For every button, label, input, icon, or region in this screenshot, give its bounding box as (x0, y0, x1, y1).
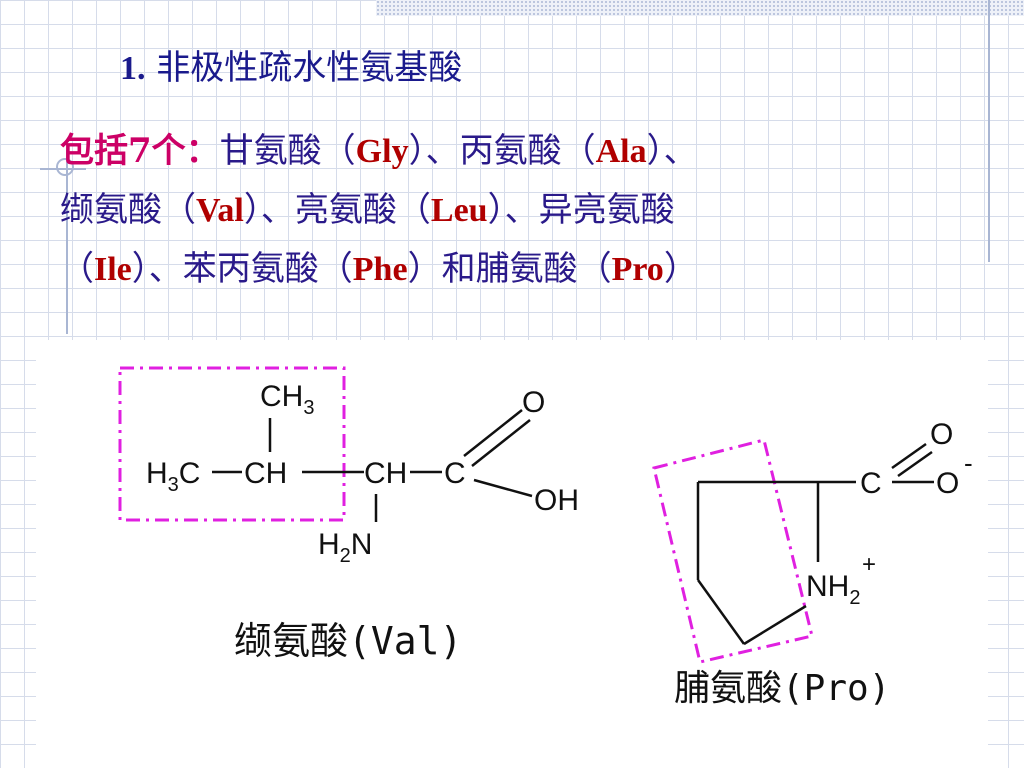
bond-c-oh (473, 478, 533, 498)
pro-label-c: C (860, 467, 882, 500)
open-paren: （ (577, 249, 612, 289)
label-h3c-h: H (146, 457, 168, 490)
amino-name-gly: 甘氨酸 (219, 131, 322, 171)
conjunction-he: 和 (441, 249, 476, 289)
valine-side-chain-highlight (118, 366, 346, 522)
pro-label-o-double: O (930, 418, 953, 451)
amino-name-pro: 脯氨酸 (475, 249, 578, 289)
bond-c-o-double-a (891, 442, 927, 470)
close-paren: ） (243, 190, 261, 230)
close-paren: ） (487, 190, 505, 230)
bond-c-o-double-a (463, 409, 523, 457)
amino-abbr-val: Val (196, 192, 244, 229)
left-decor-ring (56, 158, 74, 176)
open-paren: （ (60, 249, 94, 289)
label-h2n-h: H (318, 528, 340, 561)
slide-title: 1. 非极性疏水性氨基酸 (120, 40, 462, 89)
separator: 、 (260, 190, 295, 230)
bond-ring-bottom-left (696, 579, 746, 645)
amino-abbr-pro: Pro (611, 251, 664, 288)
label-h2n: H2N (318, 528, 372, 567)
pro-label-nh-sub: 2 (849, 587, 860, 609)
separator: 、 (425, 131, 460, 171)
open-paren: （ (396, 190, 431, 230)
open-paren: （ (318, 249, 353, 289)
label-h2n-sub: 2 (340, 545, 351, 567)
close-paren: ） (663, 249, 698, 289)
pro-label-nh-charge: + (862, 551, 876, 578)
bond-c-o-double-b (897, 450, 933, 478)
separator: 、 (148, 249, 183, 289)
label-oh: OH (534, 484, 579, 517)
title-number: 1. (120, 50, 146, 87)
list-line-3: （Ile）、苯丙氨酸（Phe）和脯氨酸（Pro） (60, 240, 960, 299)
amino-abbr-phe: Phe (352, 251, 408, 288)
separator: 、 (504, 190, 539, 230)
bond-ring-bottom-right (743, 604, 807, 646)
label-ch3-top-sub: 3 (303, 397, 314, 419)
label-ch-left: CH (244, 457, 287, 490)
list-line-1: 包括7个：甘氨酸（Gly）、丙氨酸（Ala）、 (60, 122, 960, 181)
right-decor-line (988, 0, 990, 262)
close-paren: ） (407, 249, 442, 289)
label-ch-right: CH (364, 457, 407, 490)
separator: 、 (663, 131, 698, 171)
valine-structure: CH3 H3C CH CH C O OH H2N 缬氨酸(Val) (118, 366, 579, 663)
title-text: 非极性疏水性氨基酸 (145, 48, 463, 88)
amino-name-ile: 异亮氨酸 (538, 190, 675, 230)
label-c-carboxyl: C (444, 457, 466, 490)
amino-name-leu: 亮氨酸 (294, 190, 397, 230)
amino-name-val: 缬氨酸 (60, 190, 162, 230)
list-intro: 包括7个： (60, 131, 220, 171)
label-h3c-sub: 3 (168, 474, 179, 496)
amino-abbr-leu: Leu (430, 192, 488, 229)
header-dot-band (376, 0, 1024, 16)
left-decor-line (66, 150, 68, 334)
bond-c-o-double-b (471, 419, 531, 467)
amino-name-ala: 丙氨酸 (459, 131, 562, 171)
label-h3c: H3C (146, 457, 200, 496)
label-h3c-c: C (179, 457, 201, 490)
list-line-2: 缬氨酸（Val）、亮氨酸（Leu）、异亮氨酸 (60, 181, 960, 240)
open-paren: （ (561, 131, 596, 171)
pro-label-o-single: O (936, 467, 959, 500)
structure-figure: CH3 H3C CH CH C O OH H2N 缬氨酸(Val) C O (36, 340, 988, 768)
amino-acid-list: 包括7个：甘氨酸（Gly）、丙氨酸（Ala）、 缬氨酸（Val）、亮氨酸（Leu… (60, 122, 960, 299)
label-ch3-top: CH3 (260, 380, 314, 419)
proline-structure: C O O - NH2 + 脯氨酸(Pro) (652, 418, 973, 709)
label-ch3-top-main: CH (260, 380, 303, 413)
pro-label-nh: NH2 (806, 570, 860, 609)
proline-caption: 脯氨酸(Pro) (674, 668, 890, 709)
open-paren: （ (162, 190, 196, 230)
structure-svg: CH3 H3C CH CH C O OH H2N 缬氨酸(Val) C O (118, 366, 973, 709)
close-paren: ） (646, 131, 664, 171)
amino-name-phe: 苯丙氨酸 (182, 249, 319, 289)
label-o-double: O (522, 386, 545, 419)
pro-label-o-charge: - (964, 448, 973, 478)
amino-abbr-ala: Ala (595, 133, 647, 170)
open-paren: （ (321, 131, 356, 171)
label-h2n-n: N (351, 528, 373, 561)
amino-abbr-ile: Ile (94, 251, 132, 288)
amino-abbr-gly: Gly (355, 133, 409, 170)
close-paren: ） (131, 249, 149, 289)
valine-caption: 缬氨酸(Val) (234, 619, 462, 663)
close-paren: ） (408, 131, 426, 171)
proline-ring-highlight (652, 438, 814, 664)
pro-label-nh-main: NH (806, 570, 849, 603)
